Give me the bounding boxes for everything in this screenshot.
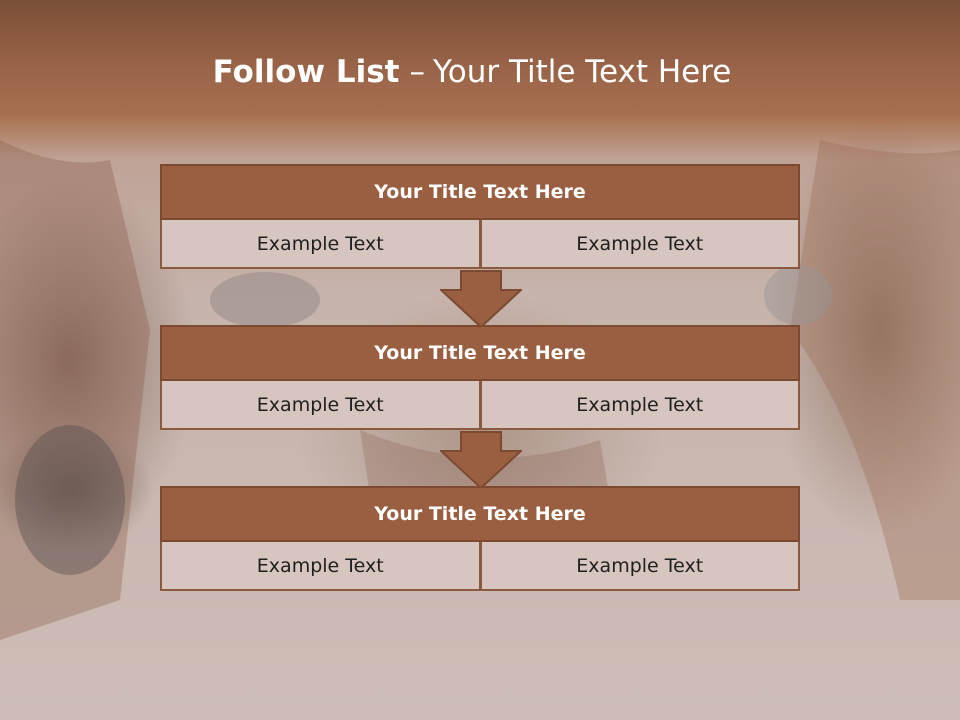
down-arrow-1	[440, 270, 522, 328]
panel-1-left-cell: Example Text	[160, 220, 481, 269]
dumbbell-left-shape	[15, 425, 125, 575]
right-arm-shape	[790, 140, 960, 600]
panel-2-left-cell: Example Text	[160, 381, 481, 430]
list-panel-3: Your Title Text Here Example Text Exampl…	[160, 486, 800, 591]
dumbbell-right-shape	[764, 265, 832, 325]
list-panel-1: Your Title Text Here Example Text Exampl…	[160, 164, 800, 269]
panel-2-header: Your Title Text Here	[160, 325, 800, 381]
panel-1-row: Example Text Example Text	[160, 220, 800, 269]
title-dash: –	[409, 54, 425, 90]
panel-1-right-cell: Example Text	[480, 220, 800, 269]
left-torso-shape	[0, 140, 150, 640]
panel-3-left-cell: Example Text	[160, 542, 481, 591]
panel-3-row: Example Text Example Text	[160, 542, 800, 591]
title-bold: Follow List	[212, 54, 400, 90]
list-panel-2: Your Title Text Here Example Text Exampl…	[160, 325, 800, 430]
panel-1-header: Your Title Text Here	[160, 164, 800, 220]
dumbbell-top-left-shape	[210, 272, 320, 328]
panel-2-row: Example Text Example Text	[160, 381, 800, 430]
panel-3-header: Your Title Text Here	[160, 486, 800, 542]
panel-3-right-cell: Example Text	[480, 542, 800, 591]
panel-2-right-cell: Example Text	[480, 381, 800, 430]
down-arrow-2	[440, 431, 522, 489]
title-rest: Your Title Text Here	[432, 54, 732, 90]
slide-title: Follow List–Your Title Text Here	[0, 54, 944, 90]
